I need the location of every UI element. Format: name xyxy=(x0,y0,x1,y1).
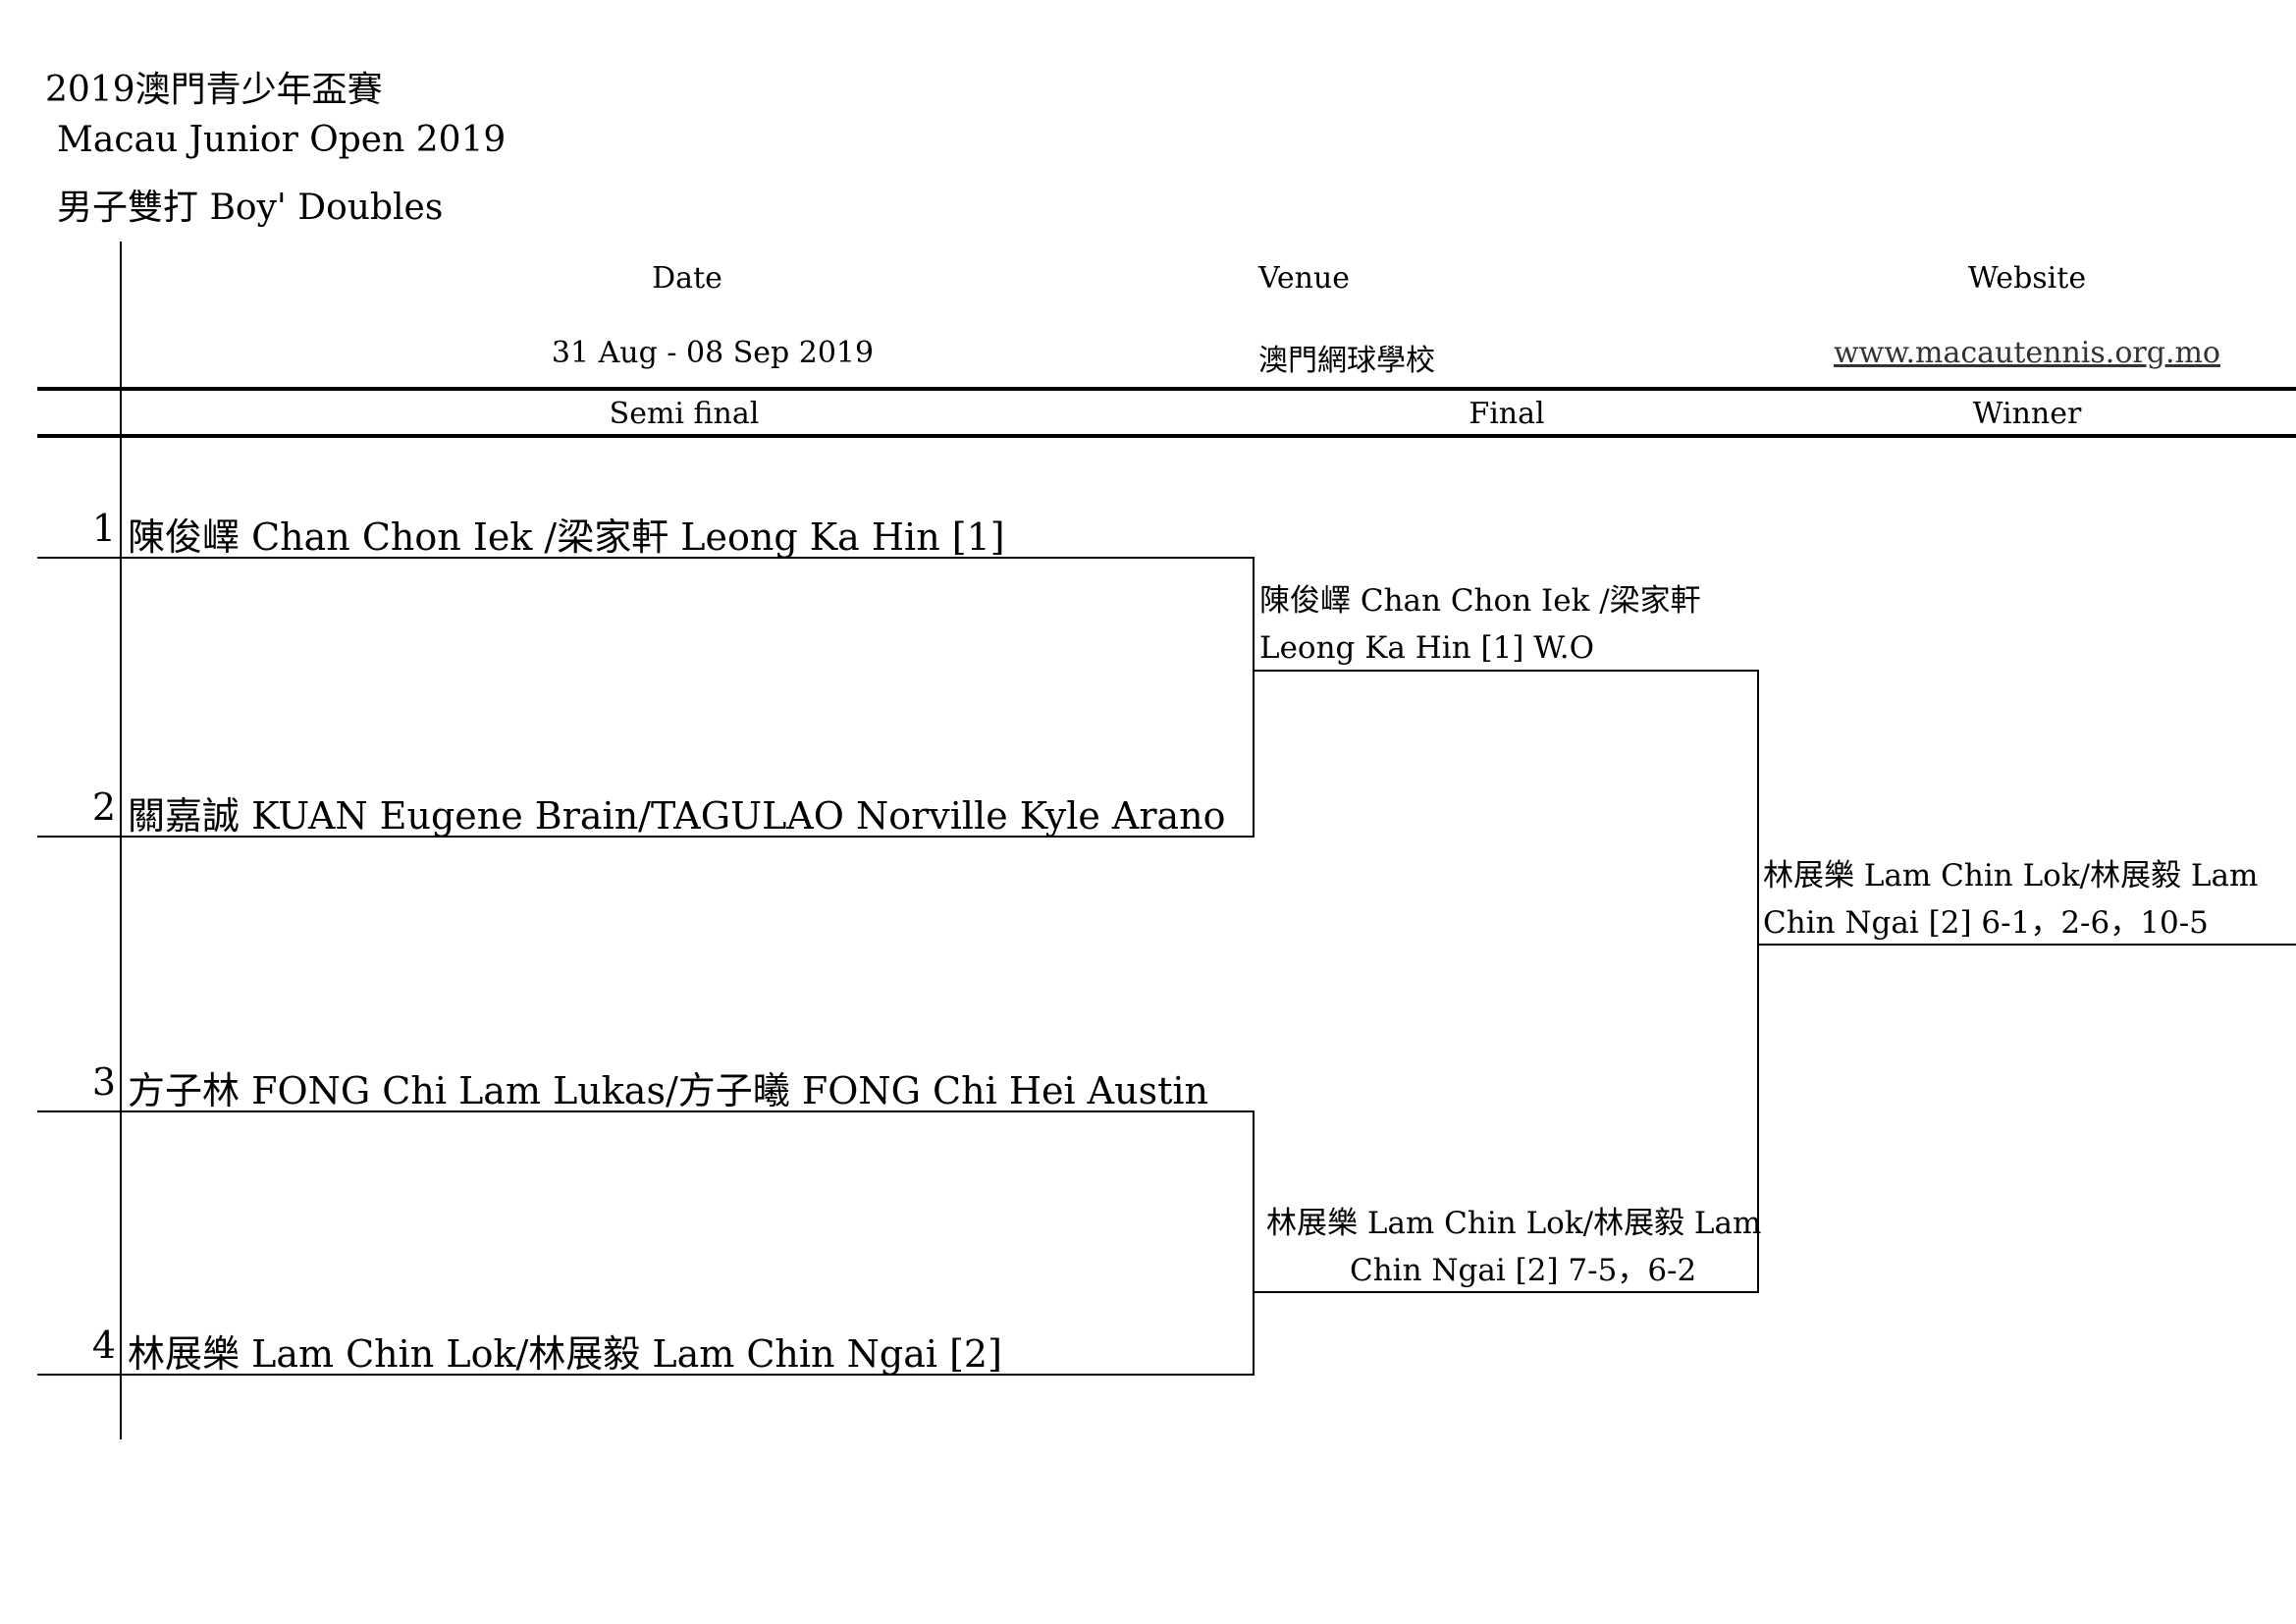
round-winner: Winner xyxy=(1972,397,2082,431)
event-title: 男子雙打 Boy' Doubles xyxy=(57,188,444,228)
entry-3-line xyxy=(37,1110,1255,1112)
bracket-connector-top xyxy=(1253,557,1255,838)
final-connector xyxy=(1757,670,1759,1293)
entry-2-line xyxy=(37,836,1255,838)
winner-line2: Chin Ngai [2] 6-1，2-6，10-5 xyxy=(1763,905,2209,941)
entry-3-name: 方子林 FONG Chi Lam Lukas/方子曦 FONG Chi Hei … xyxy=(128,1069,1208,1112)
header-rule-bottom xyxy=(37,434,2296,438)
entry-2-name: 關嘉誠 KUAN Eugene Brain/TAGULAO Norville K… xyxy=(128,794,1226,838)
final-top-line2: Leong Ka Hin [1] W.O xyxy=(1259,630,1594,666)
draw-number: 3 xyxy=(91,1060,116,1104)
website-link[interactable]: www.macautennis.org.mo xyxy=(1834,336,2220,370)
entry-1-name: 陳俊嶧 Chan Chon Iek /梁家軒 Leong Ka Hin [1] xyxy=(128,515,1005,559)
header-rule-top xyxy=(37,387,2296,391)
title-zh: 2019澳門青少年盃賽 xyxy=(45,70,383,110)
draw-number: 1 xyxy=(91,507,116,550)
date-value: 31 Aug - 08 Sep 2019 xyxy=(551,336,875,370)
draw-number: 4 xyxy=(91,1324,116,1367)
final-bottom-line xyxy=(1253,1291,1759,1293)
round-final: Final xyxy=(1468,397,1545,431)
venue-label: Venue xyxy=(1258,261,1351,296)
left-rule xyxy=(120,242,122,1439)
website-label: Website xyxy=(1967,261,2087,296)
final-top-line xyxy=(1253,670,1759,672)
venue-value: 澳門網球學校 xyxy=(1258,344,1435,378)
winner-line1: 林展樂 Lam Chin Lok/林展毅 Lam xyxy=(1763,858,2259,893)
winner-line xyxy=(1757,944,2296,946)
date-label: Date xyxy=(652,261,722,296)
bracket-connector-bottom xyxy=(1253,1110,1255,1376)
entry-4-line xyxy=(37,1374,1255,1376)
title-en: Macau Junior Open 2019 xyxy=(57,120,507,160)
entry-4-name: 林展樂 Lam Chin Lok/林展毅 Lam Chin Ngai [2] xyxy=(128,1332,1002,1376)
final-top-line1: 陳俊嶧 Chan Chon Iek /梁家軒 xyxy=(1259,583,1701,619)
entry-1-line xyxy=(37,557,1255,559)
round-semi-final: Semi final xyxy=(609,397,760,431)
final-bottom-line1: 林展樂 Lam Chin Lok/林展毅 Lam xyxy=(1266,1206,1762,1241)
final-bottom-line2: Chin Ngai [2] 7-5，6-2 xyxy=(1350,1253,1697,1288)
draw-number: 2 xyxy=(91,785,116,829)
